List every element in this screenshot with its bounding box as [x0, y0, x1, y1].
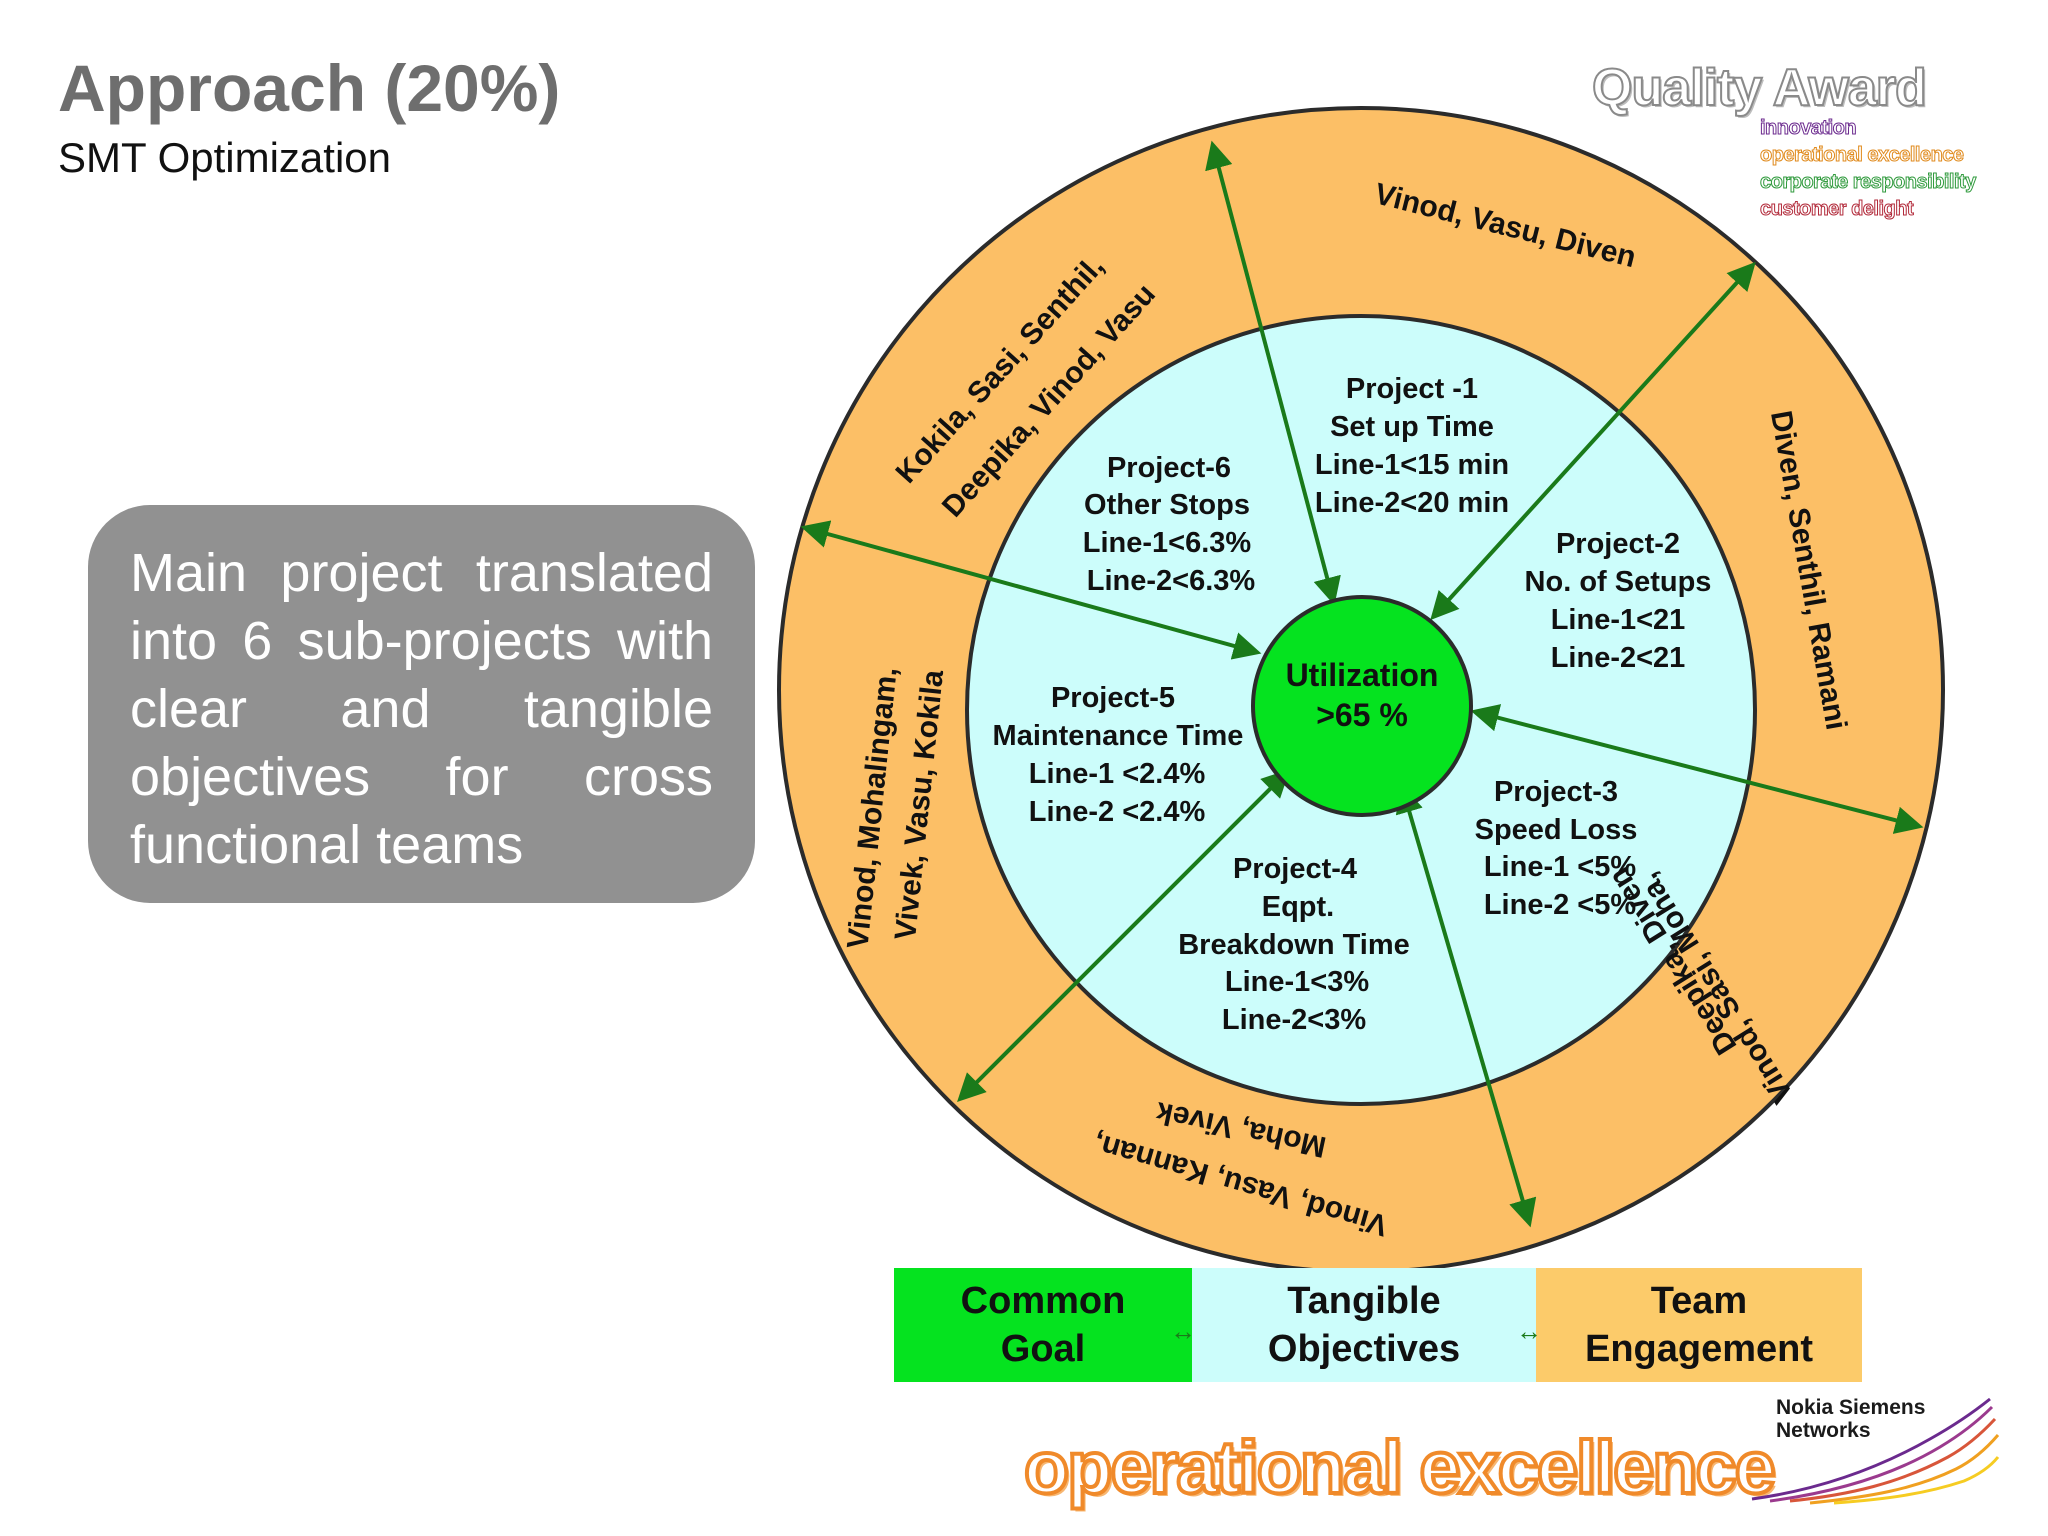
legend-tangible-objectives: Tangible Objectives: [1192, 1268, 1536, 1382]
utilization-label: Utilization: [1286, 657, 1439, 693]
project-4-objective: Project-4 Eqpt. Breakdown Time Line-1<3%…: [1178, 853, 1410, 1036]
project-6-metric: Other Stops: [1084, 489, 1250, 521]
project-4-metric: Eqpt.: [1262, 891, 1335, 923]
legend-team-engagement: Team Engagement: [1536, 1268, 1862, 1382]
arrow-project-2: [1430, 261, 1756, 621]
utilization-target: >65 %: [1316, 697, 1408, 733]
project-5-objective: Project-5 Maintenance Time Line-1 <2.4% …: [993, 682, 1244, 828]
project-3-metric: Speed Loss: [1475, 814, 1638, 846]
project-2-objective: Project-2 No. of Setups Line-1<21 Line-2…: [1525, 528, 1712, 674]
project-2-line-2: Line-2<21: [1551, 642, 1686, 674]
project-2-metric: No. of Setups: [1525, 566, 1712, 598]
project-5-line-2: Line-2 <2.4%: [1029, 796, 1206, 828]
double-arrow-icon: ↔: [1170, 1316, 1196, 1346]
project-1-line-2: Line-2<20 min: [1315, 487, 1509, 519]
double-arrow-icon: ↔: [1516, 1316, 1542, 1346]
operational-excellence-banner: operational excellence: [1022, 1424, 1778, 1511]
arrow-project-4: [1395, 784, 1537, 1228]
project-1-objective: Project -1 Set up Time Line-1<15 min Lin…: [1315, 373, 1509, 519]
arrow-project-3: [1470, 704, 1924, 834]
page-subtitle: SMT Optimization: [58, 134, 391, 181]
project-5-metric: Maintenance Time: [993, 720, 1244, 752]
project-1-title: Project -1: [1346, 373, 1478, 405]
project-3-line-2: Line-2 <5%: [1484, 889, 1637, 921]
logo-line-2: Networks: [1776, 1419, 1871, 1442]
project-5-title: Project-5: [1051, 682, 1175, 714]
page-title: Approach (20%): [58, 51, 561, 125]
award-tag-innovation: innovation: [1759, 117, 1857, 140]
project-3-objective: Project-3 Speed Loss Line-1 <5% Line-2 <…: [1475, 776, 1638, 921]
project-6-line-1: Line-1<6.3%: [1083, 527, 1252, 559]
project-2-line-1: Line-1<21: [1551, 604, 1686, 636]
project-4-title: Project-4: [1233, 853, 1357, 885]
callout-text: Main project translated into 6 sub-proje…: [130, 543, 713, 875]
project-5-line-1: Line-1 <2.4%: [1029, 758, 1206, 790]
diagram-legend: Common Goal Tangible Objectives Team Eng…: [894, 1268, 1862, 1382]
project-2-title: Project-2: [1556, 528, 1680, 560]
project-3-title: Project-3: [1494, 776, 1618, 808]
logo-line-1: Nokia Siemens: [1776, 1396, 1926, 1419]
award-tag-operational-excellence: operational excellence: [1760, 144, 1965, 167]
project-4-line-2: Line-2<3%: [1222, 1004, 1366, 1036]
project-4-metric-2: Breakdown Time: [1178, 929, 1410, 961]
project-6-title: Project-6: [1107, 452, 1231, 484]
project-1-line-1: Line-1<15 min: [1315, 449, 1509, 481]
arrow-project-5: [957, 769, 1290, 1102]
nokia-siemens-networks-logo: Nokia Siemens Networks: [1776, 1396, 1925, 1442]
project-6-objective: Project-6 Other Stops Line-1<6.3% Line-2…: [1083, 452, 1256, 597]
utilization-goal-circle: [1251, 595, 1473, 817]
summary-callout: Main project translated into 6 sub-proje…: [88, 505, 755, 903]
project-4-line-1: Line-1<3%: [1225, 966, 1369, 998]
nokia-siemens-wave-icon: [1751, 1397, 2000, 1505]
legend-common-goal: Common Goal: [894, 1268, 1192, 1382]
quality-award-title: Quality Award: [1591, 58, 1928, 118]
arrow-project-1: [1205, 140, 1341, 606]
project-6-line-2: Line-2<6.3%: [1087, 565, 1256, 597]
award-tag-customer-delight: customer delight: [1759, 198, 1914, 221]
project-1-metric: Set up Time: [1330, 411, 1494, 443]
arrow-project-6: [800, 520, 1262, 660]
project-3-line-1: Line-1 <5%: [1484, 851, 1637, 883]
award-tag-corporate-responsibility: corporate responsibility: [1760, 171, 1977, 194]
